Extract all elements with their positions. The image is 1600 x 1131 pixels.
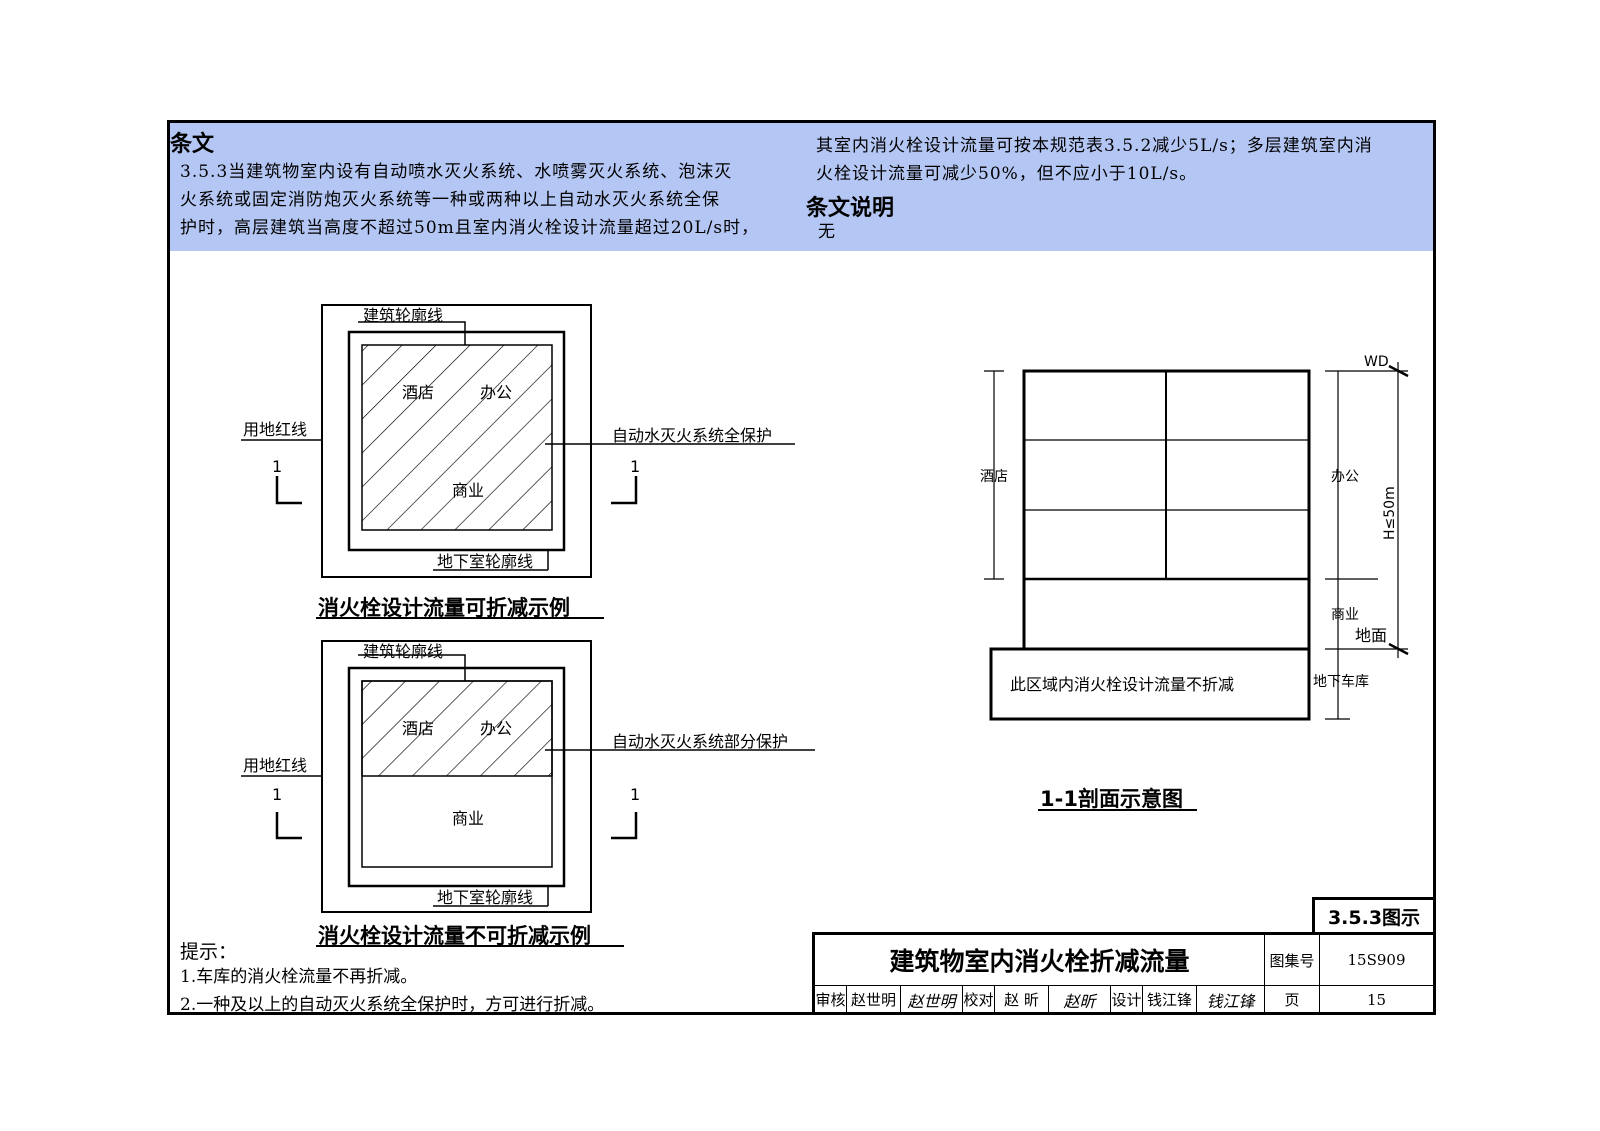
- plan1-site-redline-label: 用地红线: [243, 420, 307, 439]
- atlas-label: 图集号: [1265, 935, 1320, 985]
- basement-outline-rect: [347, 330, 566, 552]
- building-outline-rect: [361, 680, 553, 868]
- page-label: 页: [1265, 986, 1320, 1013]
- clause-heading: 条文: [170, 132, 215, 157]
- checker-signature: 赵昕: [1049, 986, 1111, 1013]
- check-label: 校对: [963, 986, 995, 1013]
- explanation-heading: 条文说明: [806, 196, 895, 221]
- plan1-building-outline-label: 建筑轮廓线: [363, 306, 443, 325]
- section-hotel-label: 酒店: [980, 469, 1008, 485]
- clause-line: 3.5.3当建筑物室内设有自动喷水灭火系统、水喷雾灭火系统、泡沫灭: [180, 162, 733, 182]
- reviewer-signature: 赵世明: [901, 986, 963, 1013]
- plan1-commercial-label: 商业: [452, 481, 484, 500]
- drawing-title: 建筑物室内消火栓折减流量: [815, 935, 1265, 985]
- plan2-basement-outline-label: 地下室轮廓线: [437, 888, 533, 907]
- checker-name: 赵 昕: [995, 986, 1049, 1013]
- plan-reducible: [241, 304, 795, 578]
- section-ground-label: 地面: [1355, 626, 1387, 645]
- plan1-caption: 消火栓设计流量可折减示例: [318, 596, 570, 620]
- plan2-protection-label: 自动水灭火系统部分保护: [612, 732, 788, 751]
- plan1-section-mark-left: 1: [272, 457, 282, 476]
- plan2-hotel-label: 酒店: [402, 719, 434, 738]
- explanation-text: 无: [818, 222, 836, 242]
- figure-label: 3.5.3图示: [1312, 897, 1436, 932]
- plan2-building-outline-label: 建筑轮廓线: [363, 642, 443, 661]
- page-number: 15: [1366, 990, 1387, 1009]
- plan2-section-mark-left: 1: [272, 785, 282, 804]
- section-commercial-label: 商业: [1331, 607, 1359, 623]
- plan1-office-label: 办公: [480, 383, 512, 402]
- drawing-frame: [167, 120, 1436, 1015]
- section-zone-note: 此区域内消火栓设计流量不折减: [1010, 675, 1234, 694]
- section-height-label: H≤50m: [1382, 486, 1398, 540]
- designer-name: 钱江锋: [1143, 986, 1197, 1013]
- basement-outline-rect: [347, 666, 566, 888]
- plan2-office-label: 办公: [480, 719, 512, 738]
- plan1-hotel-label: 酒店: [402, 383, 434, 402]
- plan2-site-redline-label: 用地红线: [243, 756, 307, 775]
- clause-banner: [170, 123, 1433, 251]
- tips-heading: 提示：: [180, 941, 238, 963]
- plan1-protection-label: 自动水灭火系统全保护: [612, 426, 772, 445]
- plan1-basement-outline-label: 地下室轮廓线: [437, 552, 533, 571]
- tip-item: 2.一种及以上的自动灭火系统全保护时，方可进行折减。: [180, 995, 605, 1015]
- garage-rect: [989, 647, 1311, 721]
- designer-signature: 钱江锋: [1197, 986, 1265, 1013]
- building-outline-rect: [361, 344, 553, 531]
- clause-line: 护时，高层建筑当高度不超过50m且室内消火栓设计流量超过20L/s时，: [180, 218, 760, 238]
- plan-not-reducible: [241, 640, 815, 913]
- clause-line: 火栓设计流量可减少50%，但不应小于10L/s。: [816, 164, 1198, 184]
- clause-line: 火系统或固定消防炮灭火系统等一种或两种以上自动水灭火系统全保: [180, 190, 720, 210]
- section-office-label: 办公: [1331, 469, 1359, 485]
- review-label: 审核: [815, 986, 847, 1013]
- hatched-zone: [361, 680, 553, 777]
- section-1-1: [984, 362, 1409, 811]
- clause-text-right: 其室内消火栓设计流量可按本规范表3.5.2减少5L/s；多层建筑室内消 火栓设计…: [816, 132, 1373, 188]
- reviewer-name: 赵世明: [847, 986, 901, 1013]
- tip-item: 1.车库的消火栓流量不再折减。: [180, 967, 418, 987]
- section-garage-label: 地下车库: [1313, 673, 1369, 690]
- design-label: 设计: [1111, 986, 1143, 1013]
- section-wd-label: WD: [1364, 354, 1389, 370]
- plan1-section-mark-right: 1: [630, 457, 640, 476]
- clause-text-left: 3.5.3当建筑物室内设有自动喷水灭火系统、水喷雾灭火系统、泡沫灭 火系统或固定…: [180, 158, 759, 242]
- title-block-divider: [815, 985, 1433, 986]
- atlas-number: 15S909: [1347, 951, 1406, 969]
- site-redline-rect: [321, 304, 592, 578]
- title-block-box: [812, 932, 1436, 1015]
- plan2-section-mark-right: 1: [630, 785, 640, 804]
- plan2-commercial-label: 商业: [452, 809, 484, 828]
- clause-line: 其室内消火栓设计流量可按本规范表3.5.2减少5L/s；多层建筑室内消: [816, 136, 1373, 156]
- section-caption: 1-1剖面示意图: [1040, 787, 1183, 811]
- plan2-caption: 消火栓设计流量不可折减示例: [318, 924, 591, 948]
